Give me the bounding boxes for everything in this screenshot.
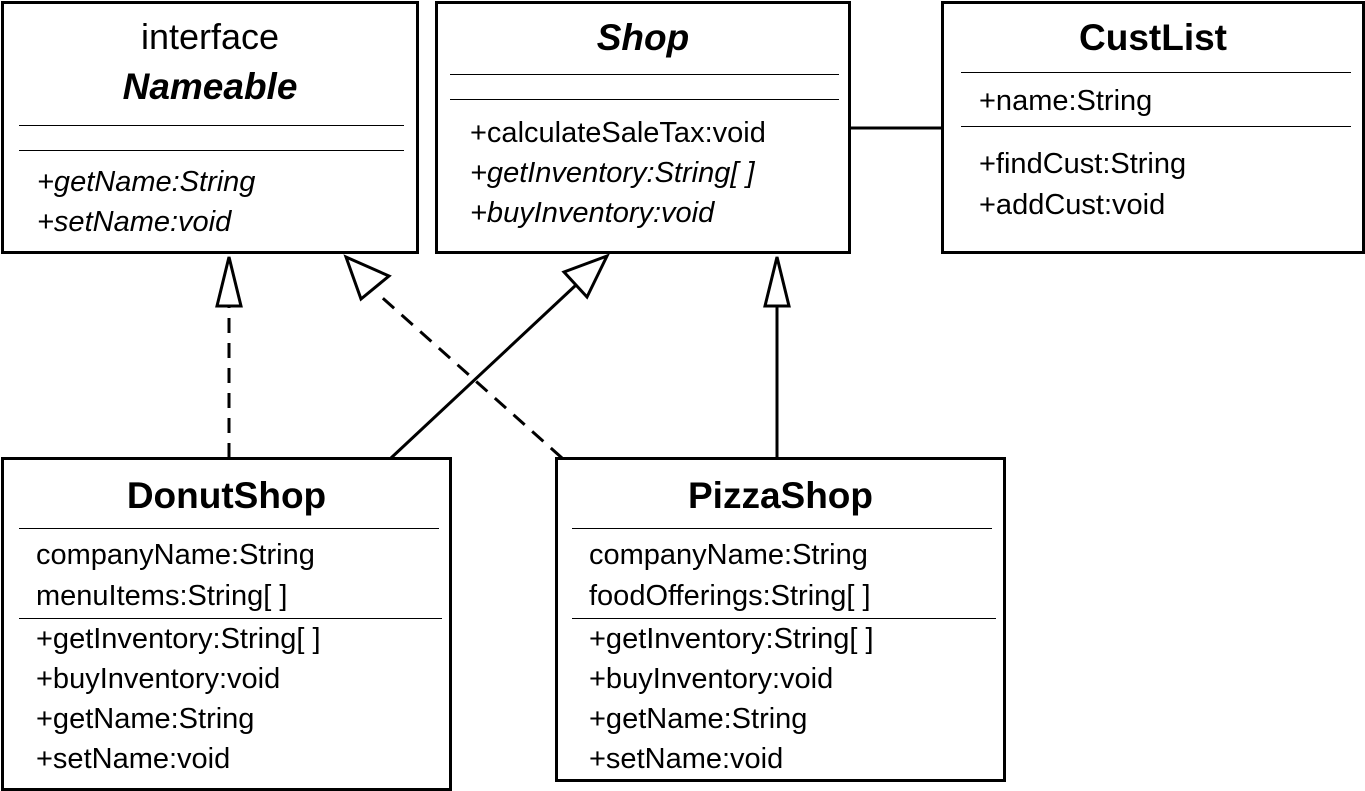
donutshop-separator-2 [19, 618, 442, 619]
donutshop-operation: +getInventory:String[ ] [36, 623, 321, 655]
shop-operation: +buyInventory:void [470, 197, 715, 229]
class-donutshop: DonutShop companyName:String menuItems:S… [1, 457, 452, 791]
pizzashop-operation: +getName:String [589, 703, 808, 735]
donutshop-separator-1 [19, 528, 439, 529]
class-pizzashop: PizzaShop companyName:String foodOfferin… [555, 457, 1006, 782]
shop-class-name: Shop [596, 17, 690, 58]
nameable-separator-1 [19, 125, 404, 126]
class-custlist: CustList +name:String +findCust:String +… [941, 1, 1365, 254]
nameable-separator-2 [19, 150, 404, 151]
custlist-attribute: +name:String [979, 85, 1153, 117]
custlist-class-name: CustList [1079, 17, 1227, 58]
custlist-separator-2 [961, 126, 1351, 127]
shop-operation: +getInventory:String[ ] [470, 157, 755, 189]
donutshop-attribute: companyName:String [36, 539, 315, 571]
nameable-class-name: Nameable [122, 66, 298, 107]
shop-operation: +calculateSaleTax:void [470, 117, 766, 149]
generalization-line-donutshop-shop [389, 283, 578, 460]
realization-arrowhead-nameable-left [215, 256, 243, 308]
nameable-operation: +getName:String [37, 166, 256, 198]
custlist-separator-1 [961, 72, 1351, 73]
realization-arrowhead-nameable-right [343, 254, 392, 302]
custlist-operation: +findCust:String [979, 148, 1187, 180]
nameable-operation: +setName:void [37, 206, 232, 238]
donutshop-operation: +setName:void [36, 743, 231, 775]
nameable-stereotype: interface [140, 16, 280, 57]
pizzashop-operation: +buyInventory:void [589, 663, 834, 695]
donutshop-operation: +getName:String [36, 703, 255, 735]
generalization-arrowhead-shop-left [561, 253, 610, 300]
pizzashop-attribute: foodOfferings:String[ ] [589, 580, 871, 612]
donutshop-class-name: DonutShop [126, 475, 327, 516]
pizzashop-operation: +getInventory:String[ ] [589, 623, 874, 655]
custlist-operation: +addCust:void [979, 189, 1166, 221]
pizzashop-operation: +setName:void [589, 743, 784, 775]
shop-separator-1 [450, 74, 839, 75]
class-nameable: interface Nameable +getName:String +setN… [1, 1, 419, 254]
donutshop-operation: +buyInventory:void [36, 663, 281, 695]
realization-line-pizzashop-nameable [376, 291, 563, 460]
donutshop-attribute: menuItems:String[ ] [36, 580, 288, 612]
generalization-arrowhead-shop-right [763, 256, 791, 308]
pizzashop-separator-1 [572, 528, 992, 529]
pizzashop-separator-2 [572, 618, 996, 619]
shop-separator-2 [450, 99, 839, 100]
pizzashop-attribute: companyName:String [589, 539, 868, 571]
pizzashop-class-name: PizzaShop [687, 475, 874, 516]
class-shop: Shop +calculateSaleTax:void +getInventor… [435, 1, 851, 254]
